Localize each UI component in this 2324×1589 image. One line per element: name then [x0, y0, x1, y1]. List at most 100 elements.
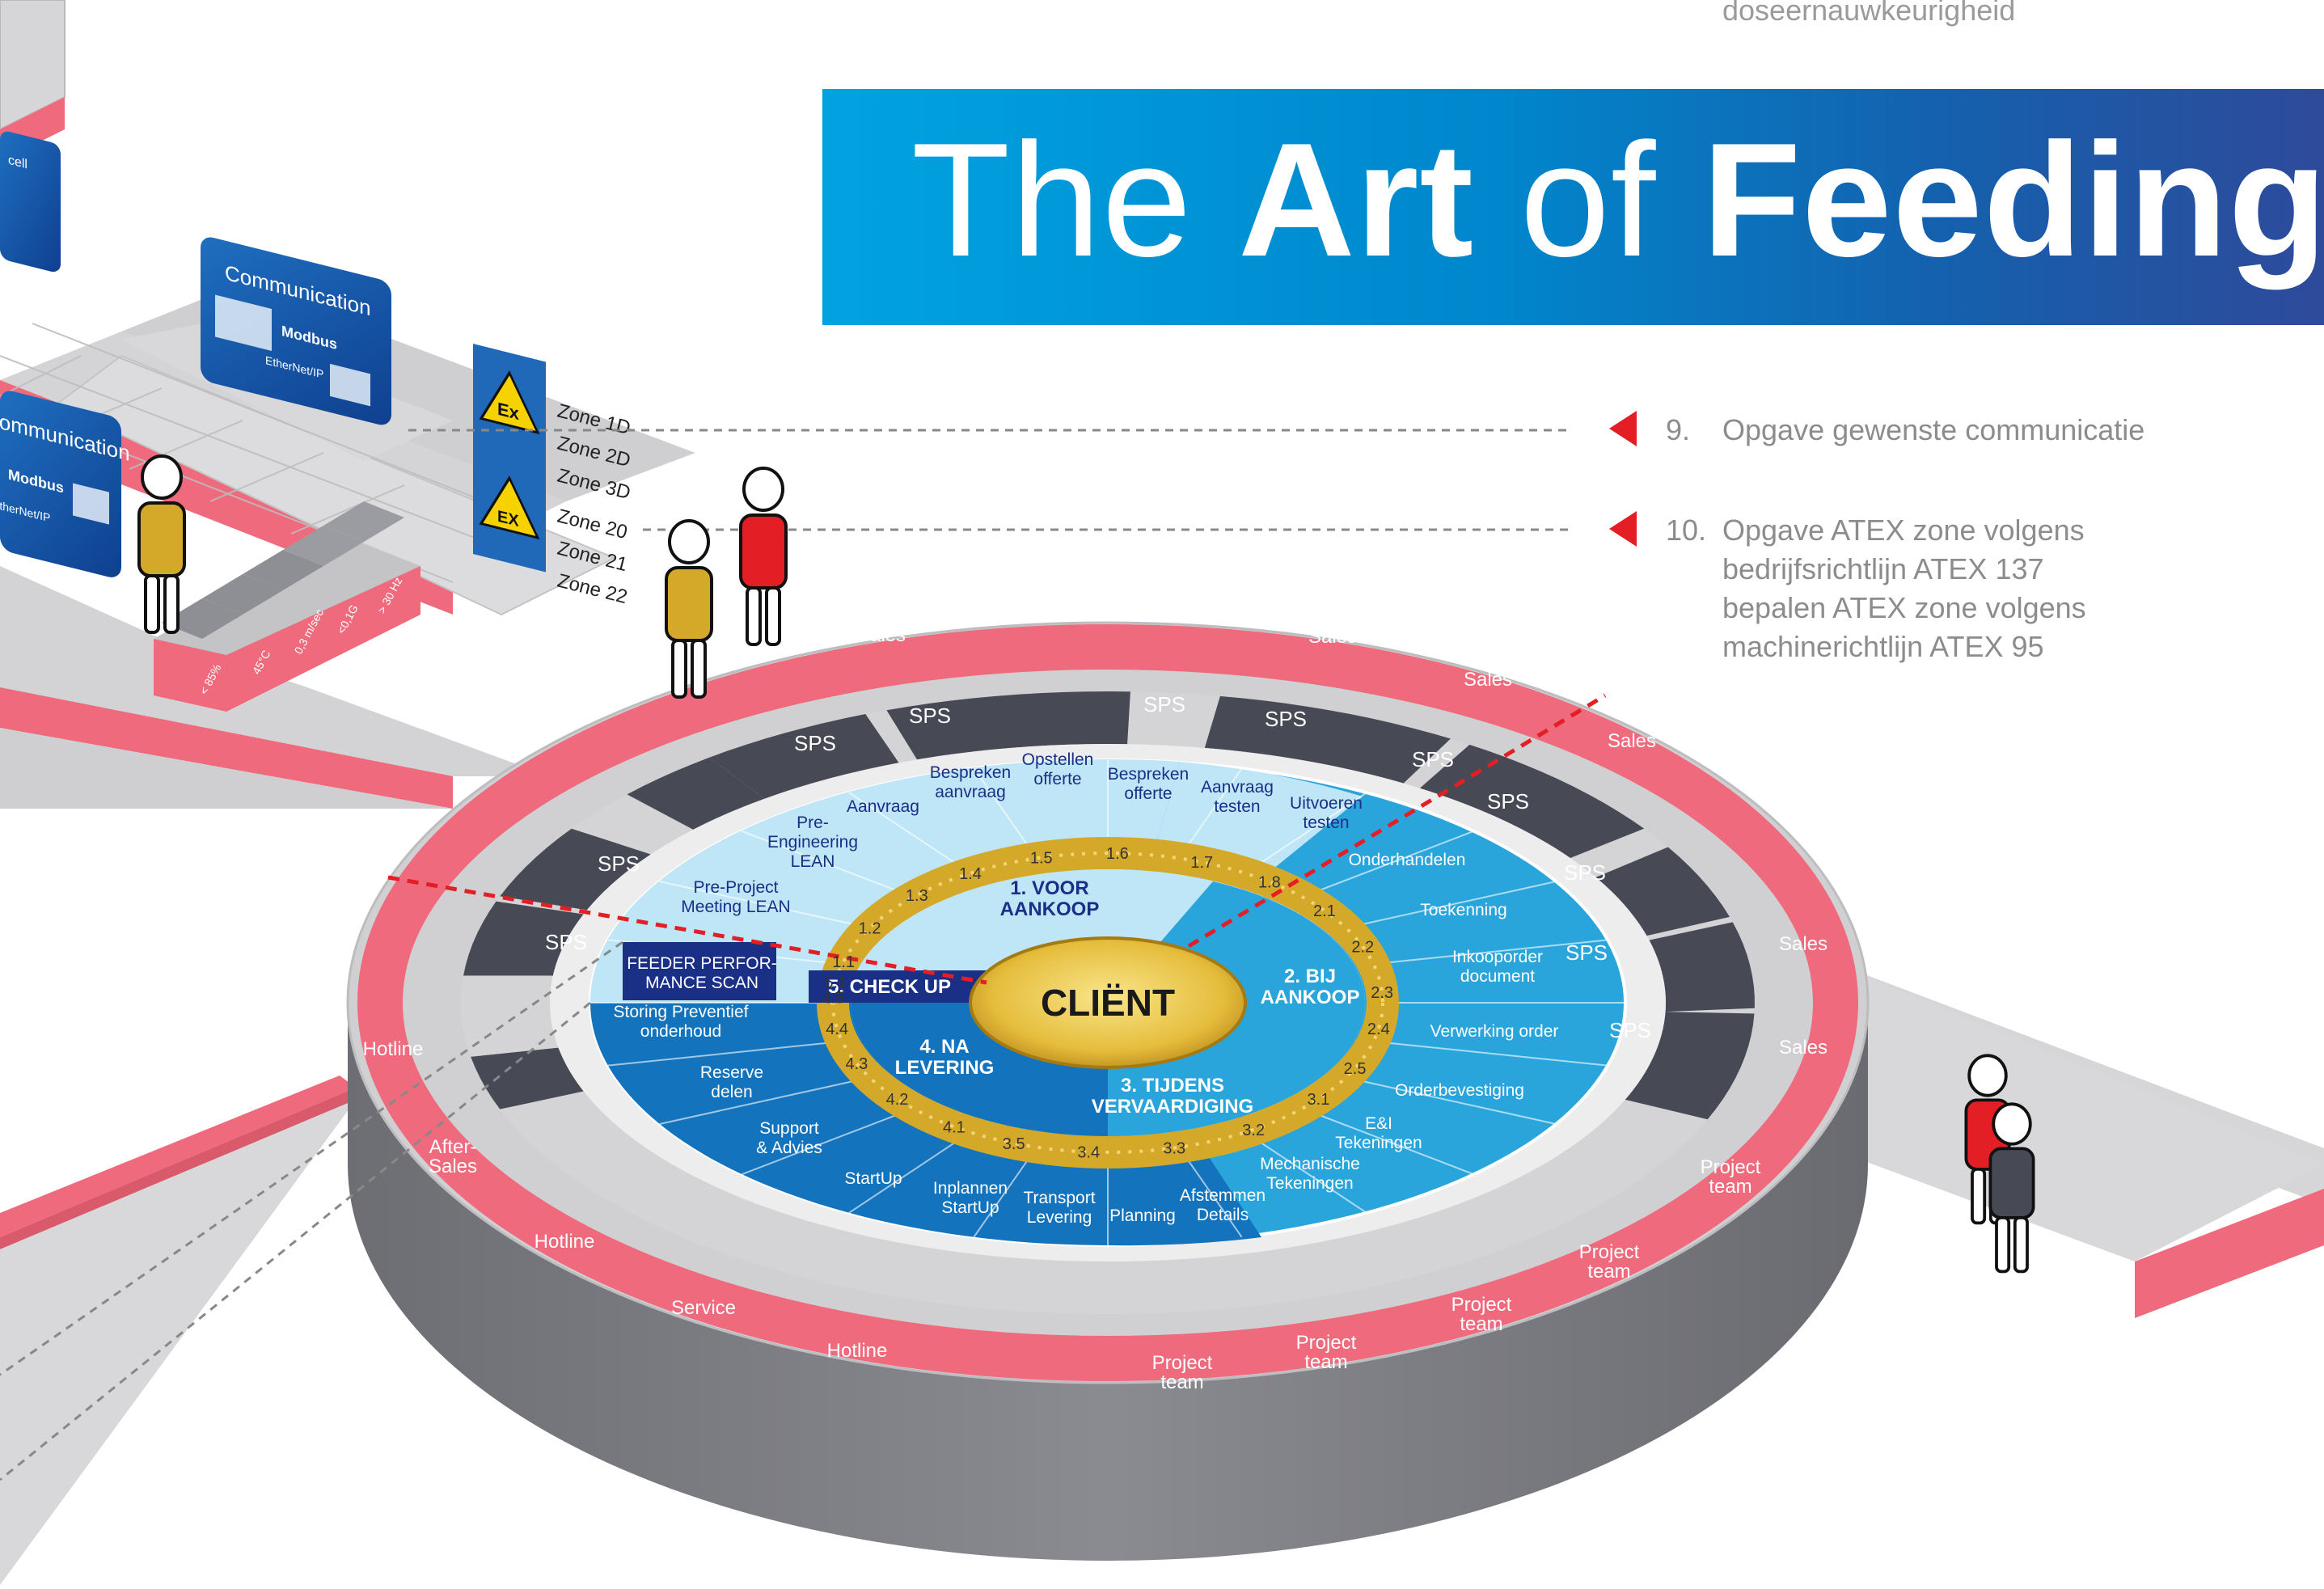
atex-panel: Ex EX: [473, 344, 546, 573]
process-step: Support& Advies: [756, 1119, 822, 1157]
process-step: Planning: [1109, 1207, 1176, 1225]
sps-label: SPS: [909, 704, 951, 728]
step-number: 2.2: [1351, 939, 1374, 957]
outer-ring-label: After-Sales: [429, 1136, 477, 1177]
process-wheel: [346, 621, 1870, 1561]
step-number: 3.1: [1308, 1091, 1330, 1109]
process-step: Verwerking order: [1430, 1022, 1559, 1041]
step-number: 1.1: [832, 953, 855, 971]
outer-ring-label: Hotline: [827, 1340, 888, 1362]
step-number: 3.5: [1003, 1135, 1025, 1153]
communication-panel: Communication Modbus EtherNet/IP: [0, 391, 130, 577]
partial-panel: cell: [0, 131, 61, 273]
communication-panel: Communication Modbus EtherNet/IP: [201, 237, 391, 425]
people: [137, 454, 2035, 1274]
person-icon: [137, 454, 186, 634]
outer-ring-label: Sales: [1308, 626, 1357, 648]
process-step: Aanvraag: [847, 797, 919, 816]
top-caption: doseernauwkeurigheid: [1722, 0, 2016, 27]
step-number: 1.4: [959, 865, 982, 883]
sps-label: SPS: [1566, 940, 1608, 965]
sps-label: SPS: [1609, 1018, 1651, 1042]
outer-ring-label: Hotline: [363, 1038, 424, 1060]
note-text: bepalen ATEX zone volgens: [1722, 591, 2086, 624]
step-number: 2.5: [1344, 1060, 1367, 1078]
page-title: The Art of Feeding: [911, 110, 2324, 290]
outer-ring-label: Sales: [1779, 933, 1828, 955]
process-step: StartUp: [844, 1169, 902, 1188]
outer-ring-label: Sales: [1779, 1037, 1828, 1059]
outer-ring-label: Sales: [1464, 669, 1512, 691]
note-text: Opgave gewenste communicatie: [1722, 413, 2145, 446]
outer-ring-label: Hotline: [535, 1231, 595, 1253]
client-label: CLIËNT: [1041, 982, 1175, 1024]
sps-label: SPS: [1487, 789, 1529, 814]
step-number: 3.3: [1163, 1140, 1185, 1158]
phase-label: 5. CHECK UP: [828, 976, 951, 998]
step-number: 3.4: [1077, 1144, 1100, 1162]
process-step: FEEDER PERFOR-MANCE SCAN: [627, 954, 777, 992]
step-number: 2.1: [1313, 902, 1336, 920]
step-number: 4.4: [826, 1021, 848, 1038]
outer-ring-label: Service: [671, 1297, 736, 1319]
step-number: 2.4: [1367, 1021, 1390, 1038]
person-icon: [739, 467, 788, 646]
outer-ring-label: Sales: [1016, 604, 1065, 626]
step-number: 1.2: [859, 920, 881, 938]
process-step: Toekenning: [1420, 901, 1506, 919]
step-number: 4.1: [943, 1118, 966, 1136]
note-text: bedrijfsrichtlijn ATEX 137: [1722, 552, 2044, 585]
outer-ring-label: Sales: [857, 624, 906, 646]
sps-label: SPS: [1265, 707, 1307, 731]
step-number: 3.2: [1242, 1122, 1265, 1139]
red-pointer-icon: [1609, 511, 1637, 547]
step-number: 1.8: [1258, 873, 1281, 891]
sps-label: SPS: [545, 930, 587, 954]
step-number: 1.5: [1030, 849, 1053, 867]
note-text: machinerichtlijn ATEX 95: [1722, 630, 2044, 663]
step-number: 5.1: [824, 974, 847, 991]
step-number: 1.3: [906, 887, 928, 905]
note-text: Opgave ATEX zone volgens: [1722, 513, 2085, 547]
step-number: 1.6: [1106, 845, 1129, 863]
svg-text:cell: cell: [8, 153, 27, 172]
zone-label: Zone 22: [556, 570, 630, 609]
sps-label: SPS: [1564, 860, 1606, 885]
step-number: 2.3: [1371, 984, 1393, 1002]
step-number: 1.7: [1190, 854, 1213, 872]
outer-ring-label: Sales: [1158, 604, 1206, 626]
step-number: 4.5: [822, 990, 844, 1008]
feeder-performance-scan-box: [623, 942, 776, 1000]
sps-label: SPS: [598, 852, 640, 876]
sps-label: SPS: [1143, 692, 1185, 716]
title-banner: The Art of Feeding: [822, 89, 2324, 325]
person-icon: [665, 519, 713, 699]
sps-label: SPS: [1412, 747, 1454, 771]
step-number: 4.3: [845, 1055, 868, 1073]
outer-ring-label: Sales: [1608, 730, 1656, 752]
